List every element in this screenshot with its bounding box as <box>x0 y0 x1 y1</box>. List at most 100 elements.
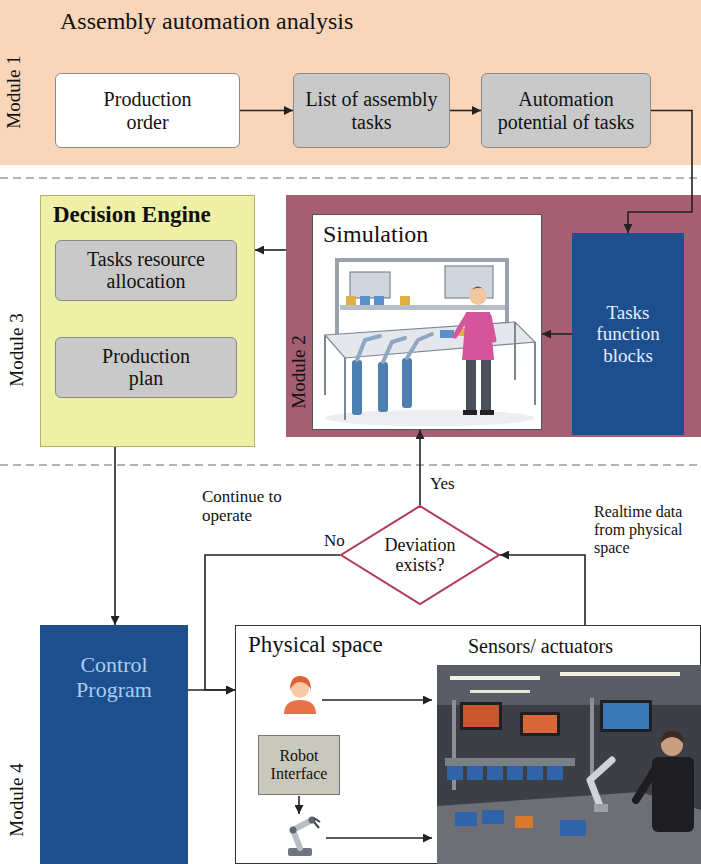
factory-photo <box>547 766 563 780</box>
module-panel: Decision EngineTasks resource allocation… <box>40 195 255 447</box>
factory-photo <box>445 758 575 766</box>
simulation-illustration <box>350 272 390 298</box>
simulation-illustration <box>514 322 516 380</box>
flow-arrow <box>188 689 235 691</box>
factory-photo <box>460 702 502 730</box>
simulation-illustration <box>505 258 509 332</box>
edge-label: Yes <box>428 474 457 493</box>
simulation-illustration <box>360 296 370 305</box>
signal-arrow <box>298 796 300 814</box>
factory-photo <box>594 804 608 812</box>
module-label: Module 2 <box>288 335 309 408</box>
flow-note: Continue to operate <box>200 487 286 525</box>
factory-photo <box>515 816 533 828</box>
factory-photo <box>590 760 612 806</box>
robot-icon <box>293 820 312 848</box>
simulation-illustration <box>407 334 432 358</box>
flow-arrow <box>500 555 585 625</box>
process-box: Tasks function blocks <box>572 233 684 435</box>
simulation-illustration <box>463 410 477 415</box>
simulation-illustration <box>357 336 380 360</box>
robot-icon <box>288 817 320 857</box>
module-separator <box>0 177 701 179</box>
simulation-illustration <box>402 358 412 408</box>
operator-icon <box>284 700 316 714</box>
simulation-illustration <box>383 338 405 362</box>
box-label: Automation potential of tasks <box>488 88 644 133</box>
box-label: List of assembly tasks <box>302 88 442 133</box>
flow-arrow <box>542 333 572 335</box>
factory-photo <box>437 665 701 705</box>
simulation-illustration <box>346 296 356 305</box>
simulation-illustration <box>455 316 467 336</box>
factory-photo <box>636 768 656 800</box>
factory-photo <box>603 703 649 729</box>
flow-arrow <box>205 555 340 690</box>
flow-arrow <box>450 110 481 112</box>
factory-photo <box>523 715 557 733</box>
signal-arrow <box>322 699 432 701</box>
module-panel: Module 2 SimulationTasks function blocks <box>286 195 701 437</box>
factory-photo <box>463 705 499 727</box>
simulation-illustration <box>352 360 362 415</box>
factory-photo <box>527 766 543 780</box>
factory-photo <box>470 690 530 693</box>
process-box: Control Program <box>40 625 188 864</box>
factory-photo <box>560 672 680 676</box>
flow-arrow <box>240 110 293 112</box>
box-label: Production order <box>88 88 208 133</box>
robot-icon <box>290 827 297 834</box>
simulation-illustration <box>400 296 410 305</box>
panel-title: Physical space <box>248 632 383 658</box>
simulation-illustration <box>340 305 505 310</box>
factory-photo <box>482 810 504 824</box>
edge-label: Realtime data from physical space <box>592 503 701 557</box>
factory-photo <box>455 812 477 826</box>
decision-diamond: Deviation exists? <box>340 505 500 605</box>
simulation-illustration <box>440 330 454 338</box>
factory-photo <box>520 712 560 736</box>
module-label: Module 1 <box>3 55 24 128</box>
box-label: Control Program <box>40 653 188 702</box>
simulation-illustration <box>469 287 487 294</box>
process-box: Production order <box>55 73 240 148</box>
box-label: Tasks resource allocation <box>66 248 226 293</box>
factory-photo <box>447 766 463 780</box>
module-band: Assembly automation analysisModule 1Prod… <box>0 0 701 165</box>
simulation-illustration <box>466 360 476 412</box>
simulation-illustration <box>374 296 384 305</box>
simulation-illustration <box>325 322 535 358</box>
edge-label: No <box>322 531 347 550</box>
simulation-illustration <box>335 262 339 342</box>
flow-arrow <box>419 430 421 505</box>
factory-photo <box>437 665 701 864</box>
process-box: Automation potential of tasks <box>481 73 651 148</box>
simulation-illustration <box>344 358 346 420</box>
process-box: Production plan <box>55 337 237 398</box>
module-label: Module 3 <box>6 313 27 386</box>
factory-photo <box>450 676 540 680</box>
process-box: List of assembly tasks <box>293 73 450 148</box>
simulation-illustration <box>469 287 487 305</box>
interface-box: Robot Interface <box>258 735 340 795</box>
simulation-illustration <box>324 335 326 395</box>
robot-icon <box>314 818 320 828</box>
operator-icon <box>284 676 316 714</box>
module-label: Module 4 <box>6 763 27 836</box>
factory-photo <box>507 766 523 780</box>
module-separator <box>0 178 701 465</box>
simulation-illustration <box>534 342 536 405</box>
simulation-illustration <box>489 316 494 340</box>
box-label: Production plan <box>86 345 206 390</box>
simulation-illustration <box>378 362 388 412</box>
simulation-illustration <box>335 258 509 262</box>
flow-arrow <box>628 111 692 234</box>
panel-title: Simulation <box>323 221 428 248</box>
factory-photo <box>661 731 683 743</box>
simulation-illustration <box>325 258 535 426</box>
factory-photo <box>467 766 483 780</box>
signal-arrow <box>299 700 432 838</box>
module-separator <box>0 464 701 466</box>
box-label: Tasks function blocks <box>578 302 678 366</box>
process-box: Tasks resource allocation <box>55 240 237 301</box>
